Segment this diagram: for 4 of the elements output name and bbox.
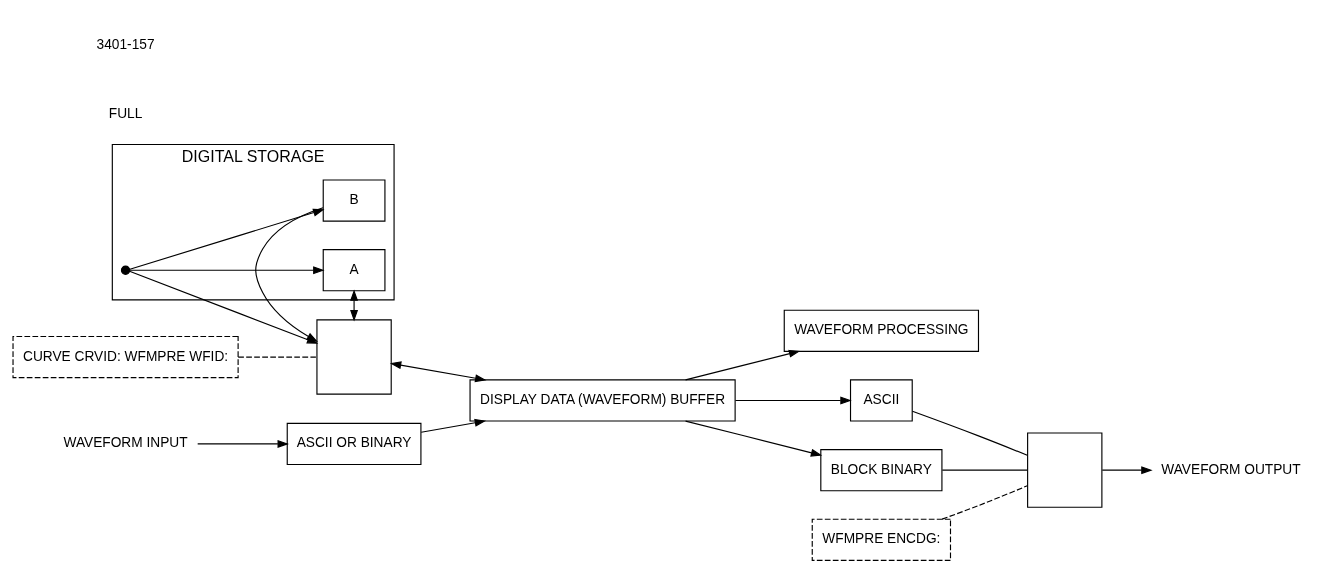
label: 3401-157 <box>96 36 155 52</box>
label: FULL <box>108 105 143 121</box>
node-text: WAVEFORM OUTPUT <box>1161 461 1301 477</box>
node-text: WAVEFORM INPUT <box>63 434 188 450</box>
